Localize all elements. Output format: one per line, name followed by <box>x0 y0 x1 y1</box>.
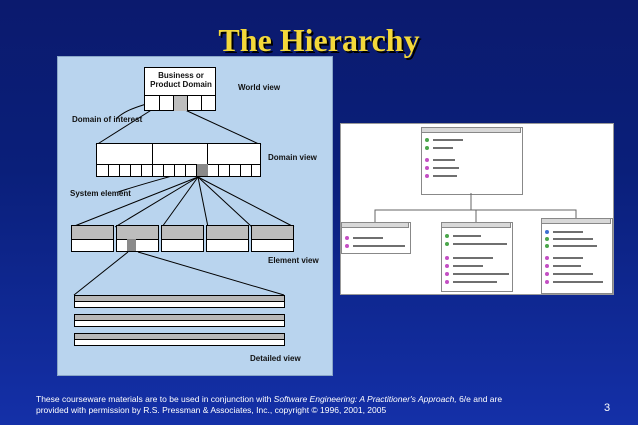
world-view-label: World view <box>238 83 281 92</box>
business-domain-box: Business or Product Domain <box>144 67 216 111</box>
footer-line2: provided with permission by R.S. Pressma… <box>36 405 387 415</box>
detailed-view-label: Detailed view <box>250 354 301 363</box>
top-box-cells <box>145 95 215 111</box>
business-domain-label-2: Product Domain <box>150 80 212 89</box>
page-number: 3 <box>604 402 611 414</box>
footer-suffix: 6/e and are <box>456 394 503 404</box>
domain-row <box>96 143 261 177</box>
footer-book-title: Software Engineering: A Practitioner's A… <box>273 394 457 404</box>
slide-title: The Hierarchy <box>218 22 420 58</box>
class-diagram-image <box>340 123 614 295</box>
business-domain-label-1: Business or <box>158 71 204 80</box>
footer-prefix: These courseware materials are to be use… <box>36 394 274 404</box>
domain-of-interest-label: Domain of interest <box>72 115 143 124</box>
hierarchy-diagram: Business or Product Domain World view Do… <box>57 56 333 376</box>
footer-text: These courseware materials are to be use… <box>36 394 556 416</box>
system-element-label: System element <box>70 189 131 198</box>
element-view-label: Element view <box>268 256 319 265</box>
domain-view-label: Domain view <box>268 153 317 162</box>
